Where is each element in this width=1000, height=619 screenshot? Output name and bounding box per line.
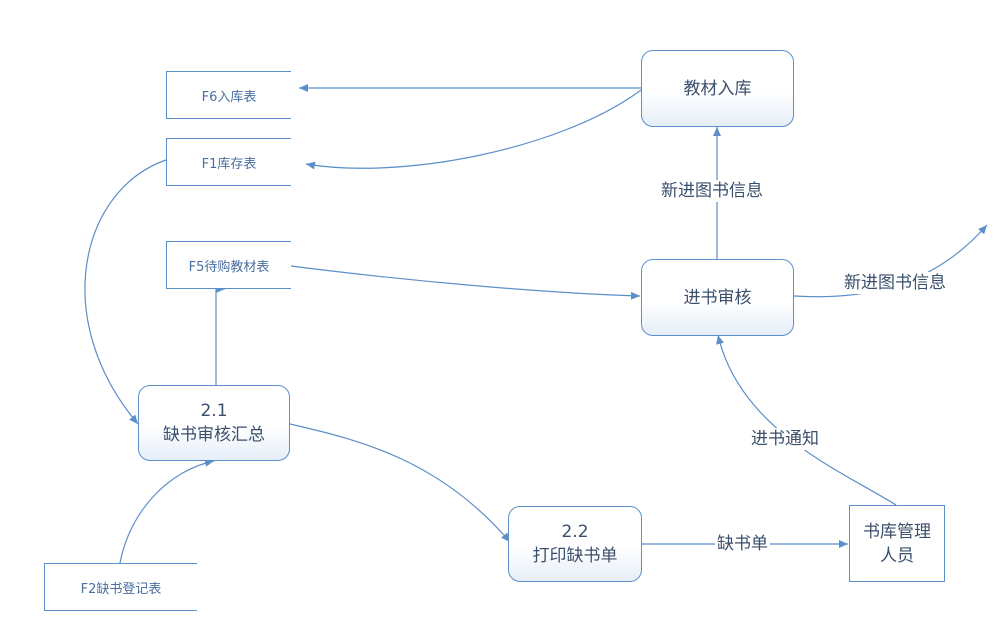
entity-library-manager: 书库管理人员 [849, 505, 945, 582]
process-print-shortage-number: 2.2 [561, 522, 589, 542]
arrow-f5-to-review [290, 265, 641, 300]
datastore-f5-label: F5待购教材表 [188, 259, 270, 275]
flow-label-new-book-info-up: 新进图书信息 [659, 180, 765, 202]
datastore-f6-label: F6入库表 [201, 89, 257, 105]
datastore-f5: F5待购教材表 [166, 241, 291, 289]
datastore-f2-label: F2缺书登记表 [80, 581, 162, 597]
arrow-manager-to-review [716, 334, 897, 506]
arrow-summary-to-print [289, 423, 511, 543]
arrow-f2-to-summary [119, 458, 215, 564]
process-shortage-summary: 2.1 缺书审核汇总 [138, 385, 290, 461]
flow-label-shortage-list: 缺书单 [715, 533, 770, 555]
datastore-f1: F1库存表 [166, 138, 291, 186]
process-print-shortage-label: 打印缺书单 [532, 546, 618, 566]
arrow-f1-to-summary [84, 159, 167, 425]
datastore-f2: F2缺书登记表 [44, 563, 197, 611]
datastore-f6: F6入库表 [166, 71, 291, 119]
process-textbook-intake-label: 教材入库 [683, 78, 752, 99]
arrow-intake-to-f1 [305, 89, 642, 170]
datastore-f1-label: F1库存表 [201, 156, 257, 172]
process-shortage-summary-label: 缺书审核汇总 [163, 425, 265, 445]
process-new-book-review: 进书审核 [641, 259, 794, 336]
process-shortage-summary-number: 2.1 [200, 401, 228, 421]
flow-label-new-book-info-out: 新进图书信息 [842, 272, 948, 294]
process-print-shortage: 2.2 打印缺书单 [508, 506, 642, 582]
process-textbook-intake: 教材入库 [641, 50, 794, 127]
entity-library-manager-label: 书库管理人员 [863, 521, 931, 566]
process-new-book-review-label: 进书审核 [683, 287, 752, 308]
arrow-summary-to-f5 [215, 285, 225, 385]
flow-label-restock-notice: 进书通知 [749, 428, 821, 450]
